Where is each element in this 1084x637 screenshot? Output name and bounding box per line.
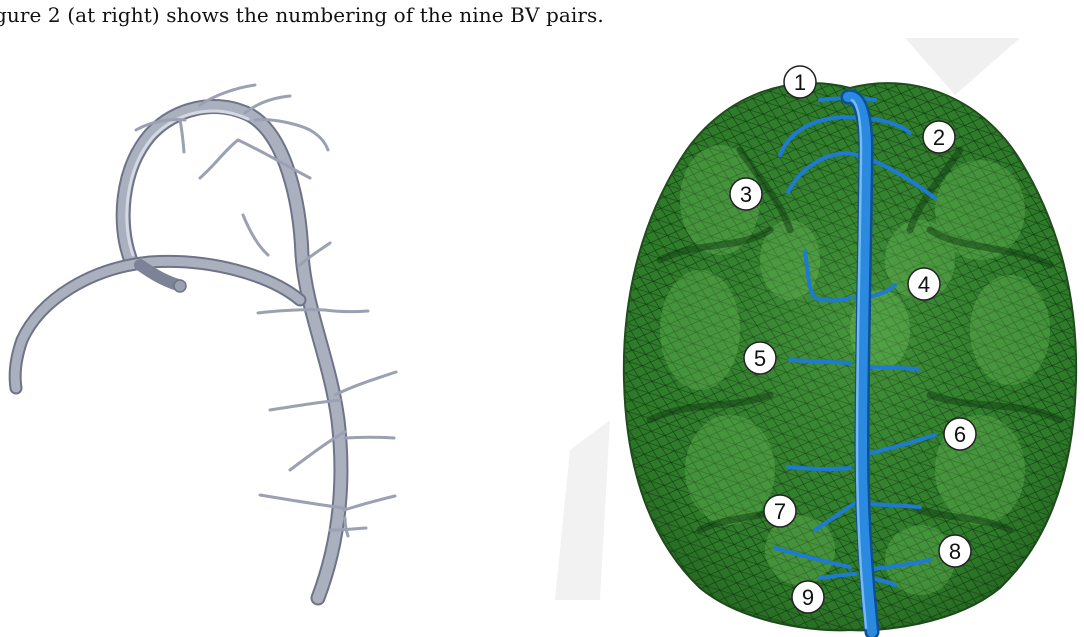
marker-6-label: 6 [954, 422, 966, 447]
marker-5: 5 [744, 342, 776, 374]
marker-4: 4 [908, 268, 940, 300]
marker-8: 8 [939, 535, 971, 567]
marker-7-label: 7 [774, 499, 786, 524]
marker-9: 9 [792, 581, 824, 613]
marker-5-label: 5 [754, 346, 766, 371]
marker-2-label: 2 [933, 125, 945, 150]
marker-2: 2 [923, 121, 955, 153]
marker-1-label: 1 [794, 70, 806, 95]
marker-1: 1 [784, 66, 816, 98]
marker-4-label: 4 [918, 272, 930, 297]
marker-8-label: 8 [949, 539, 961, 564]
marker-3: 3 [730, 178, 762, 210]
marker-6: 6 [944, 418, 976, 450]
marker-3-label: 3 [740, 182, 752, 207]
marker-7: 7 [764, 495, 796, 527]
marker-9-label: 9 [802, 585, 814, 610]
brain-mesh [600, 60, 1084, 637]
